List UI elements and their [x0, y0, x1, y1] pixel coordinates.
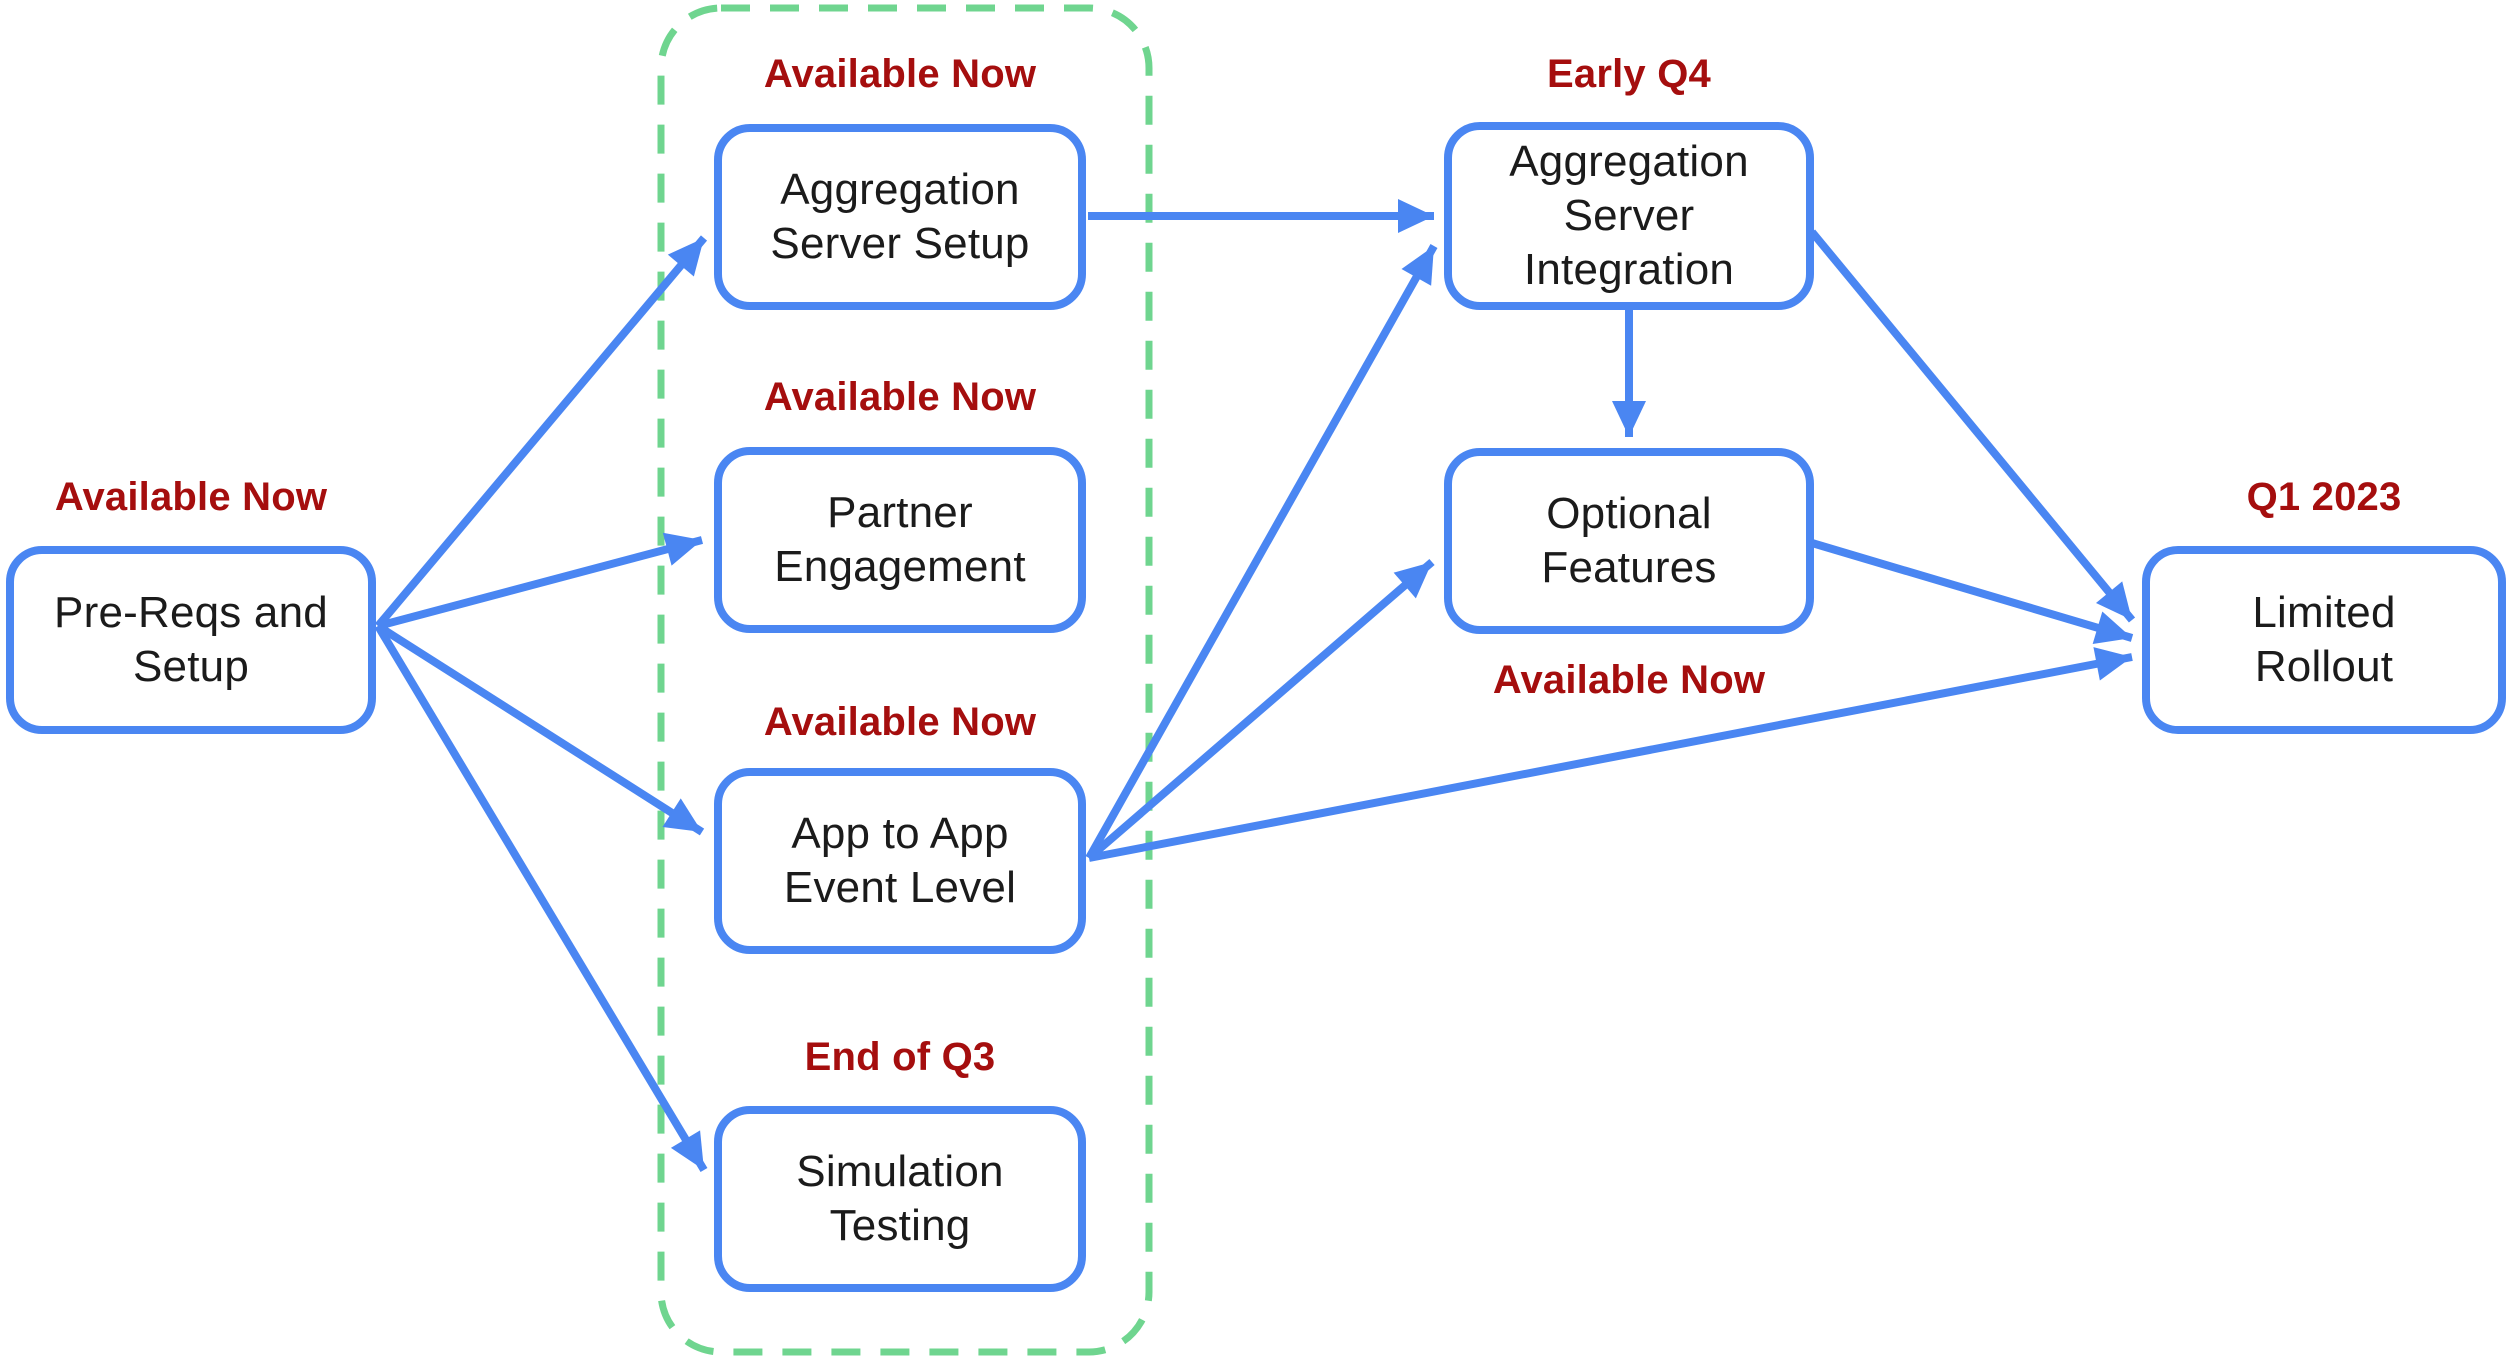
status-aggregation-server-integration: Early Q4: [1547, 52, 1711, 96]
status-app-to-app-event-level: Available Now: [763, 700, 1037, 744]
edge-pre-reqs-to-simulation-testing: [374, 623, 708, 1173]
edge-aggregation-server-integration-to-limited-rollout: [1808, 229, 2136, 623]
node-app-to-app-event-level-label: App to App Event Level: [783, 809, 1017, 912]
edge-optional-features-to-limited-rollout: [1810, 539, 2134, 645]
node-optional-features-label: Optional Features: [1541, 489, 1717, 592]
status-simulation-testing: End of Q3: [804, 1035, 996, 1079]
status-aggregation-server-setup: Available Now: [763, 52, 1037, 96]
node-limited-rollout-label: Limited Rollout: [2252, 588, 2396, 691]
edge-app-to-app-to-limited-rollout: [1088, 647, 2133, 862]
node-app-to-app-event-level: App to App Event Level: [714, 768, 1086, 954]
node-limited-rollout: Limited Rollout: [2142, 546, 2506, 734]
status-partner-engagement: Available Now: [763, 375, 1037, 419]
node-pre-reqs-and-setup-label: Pre-Reqs and Setup: [54, 588, 328, 691]
node-partner-engagement-label: Partner Engagement: [774, 488, 1026, 591]
node-simulation-testing: Simulation Testing: [714, 1106, 1086, 1292]
node-pre-reqs-and-setup: Pre-Reqs and Setup: [6, 546, 376, 734]
node-simulation-testing-label: Simulation Testing: [796, 1147, 1004, 1250]
edge-pre-reqs-to-app-to-app-event-level: [375, 622, 705, 836]
node-optional-features: Optional Features: [1444, 448, 1814, 634]
node-aggregation-server-integration: Aggregation Server Integration: [1444, 122, 1814, 310]
status-optional-features: Available Now: [1492, 658, 1766, 702]
status-pre-reqs-and-setup: Available Now: [54, 475, 328, 519]
node-partner-engagement: Partner Engagement: [714, 447, 1086, 633]
edge-pre-reqs-to-aggregation-server-setup: [374, 235, 708, 629]
node-aggregation-server-setup: Aggregation Server Setup: [714, 124, 1086, 310]
node-aggregation-server-integration-label: Aggregation Server Integration: [1509, 137, 1749, 294]
available-now-group-outline: [657, 4, 1153, 1356]
node-aggregation-server-setup-label: Aggregation Server Setup: [770, 165, 1030, 268]
edge-app-to-app-to-optional-features: [1086, 558, 1435, 862]
edge-pre-reqs-to-partner-engagement: [376, 532, 704, 630]
status-limited-rollout: Q1 2023: [2246, 475, 2402, 519]
edge-app-to-app-to-aggregation-server-integration: [1085, 244, 1438, 860]
